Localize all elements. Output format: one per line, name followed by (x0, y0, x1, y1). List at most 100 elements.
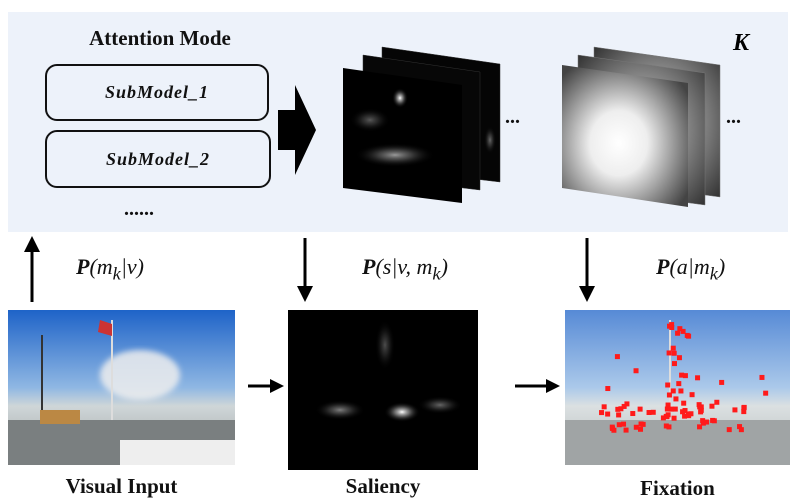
fixation-point (618, 406, 624, 412)
fixation-point (616, 422, 622, 428)
center-prior-stack (562, 46, 721, 207)
label-text: ) (440, 254, 448, 279)
saliency-maps-ellipsis: ... (505, 106, 520, 128)
fixation-point (700, 418, 706, 424)
fixation-point (664, 406, 670, 412)
fixation-point (689, 392, 695, 398)
fixation-point (671, 350, 677, 356)
fixation-point (682, 408, 688, 414)
fixation-point (616, 412, 622, 418)
fixation-point (601, 404, 607, 410)
fixation-point (669, 322, 675, 328)
fixation-point (719, 379, 725, 385)
submodel-label: SubModel_1 (104, 82, 210, 102)
fixation-point (666, 424, 672, 430)
label-subscript: k (709, 263, 718, 284)
fixation-point (611, 427, 617, 433)
fixation-point (621, 421, 627, 427)
p-symbol: P (656, 254, 670, 279)
visual-input-image (8, 310, 235, 465)
p-symbol: P (362, 254, 376, 279)
fixation-point (675, 330, 681, 336)
arrow-right-icon (248, 379, 284, 393)
fixation-point (697, 424, 703, 430)
fixation-point (726, 427, 732, 433)
arrow-down-icon (579, 238, 595, 302)
fixation-point (741, 409, 747, 415)
fixation-image (565, 310, 790, 465)
p-saliency-label: P(s|v, mk) (362, 254, 448, 284)
p-mode-given-input-label: P(mk|v) (76, 254, 144, 284)
fixation-point (671, 415, 677, 421)
fixation-point (605, 411, 611, 417)
visual-input-caption: Visual Input (65, 474, 178, 498)
block-arrow-icon (278, 85, 316, 175)
fixation-point (666, 392, 672, 398)
fixation-point (646, 410, 652, 416)
saliency-image (288, 310, 478, 470)
arrow-down-icon (297, 238, 313, 302)
fixation-point (665, 382, 671, 388)
label-text: (s|v, m (375, 254, 433, 279)
fixation-point (665, 412, 671, 418)
fixation-point (638, 426, 644, 432)
fixation-point (732, 407, 738, 413)
fixation-point (633, 424, 639, 430)
fixation-point (665, 402, 671, 408)
fixation-point (638, 421, 644, 427)
fixation-point (615, 406, 621, 412)
fixation-point (763, 390, 769, 396)
fixation-point (759, 374, 765, 380)
submodel-box-1: SubModel_1 (45, 64, 269, 121)
fixation-point (686, 413, 692, 419)
fixation-point (695, 375, 701, 381)
fixation-point (697, 404, 703, 410)
fixation-point (633, 368, 639, 374)
label-text: ) (717, 254, 726, 279)
fixation-point (623, 427, 629, 433)
fixation-point (673, 396, 679, 402)
fixation-point (660, 415, 666, 421)
panel-title: Attention Mode (89, 26, 231, 50)
fixation-point (621, 403, 627, 409)
fixation-points (599, 322, 769, 433)
arrow-right-icon (515, 379, 560, 393)
label-subscript: k (432, 263, 441, 284)
fixation-point (710, 417, 716, 423)
saliency-caption: Saliency (345, 474, 421, 498)
submodel-label: SubModel_2 (105, 148, 211, 169)
fixation-point (741, 404, 747, 410)
p-symbol: P (76, 254, 90, 279)
more-submodels-dots: ...... (124, 198, 154, 220)
fixation-point (700, 420, 706, 426)
fixation-point (682, 373, 688, 379)
fixation-point (637, 406, 643, 412)
k-label: K (733, 30, 750, 56)
saliency-map-stack (343, 46, 501, 203)
fixation-point (677, 326, 683, 332)
fixation-point (630, 411, 636, 417)
p-action-label: P(a|mk) (656, 254, 725, 284)
fixation-point (684, 332, 690, 338)
fixation-point (670, 345, 676, 351)
fixation-point (682, 413, 688, 419)
submodel-box-2: SubModel_2 (45, 130, 271, 188)
fixation-point (650, 409, 656, 415)
fixation-point (698, 409, 704, 415)
fixation-point (605, 386, 611, 392)
fixation-point (678, 388, 684, 394)
fixation-point (624, 401, 630, 407)
fixation-point (714, 399, 720, 405)
fixation-point (676, 355, 682, 361)
fixation-point (709, 403, 715, 409)
fixation-point (676, 381, 682, 387)
label-subscript: k (112, 263, 121, 284)
label-text: |v) (120, 254, 144, 279)
label-text: (m (89, 254, 113, 279)
fixation-caption: Fixation (640, 476, 715, 500)
fixation-point (672, 406, 678, 412)
prior-maps-ellipsis: ... (726, 106, 741, 128)
fixation-point (668, 406, 674, 412)
